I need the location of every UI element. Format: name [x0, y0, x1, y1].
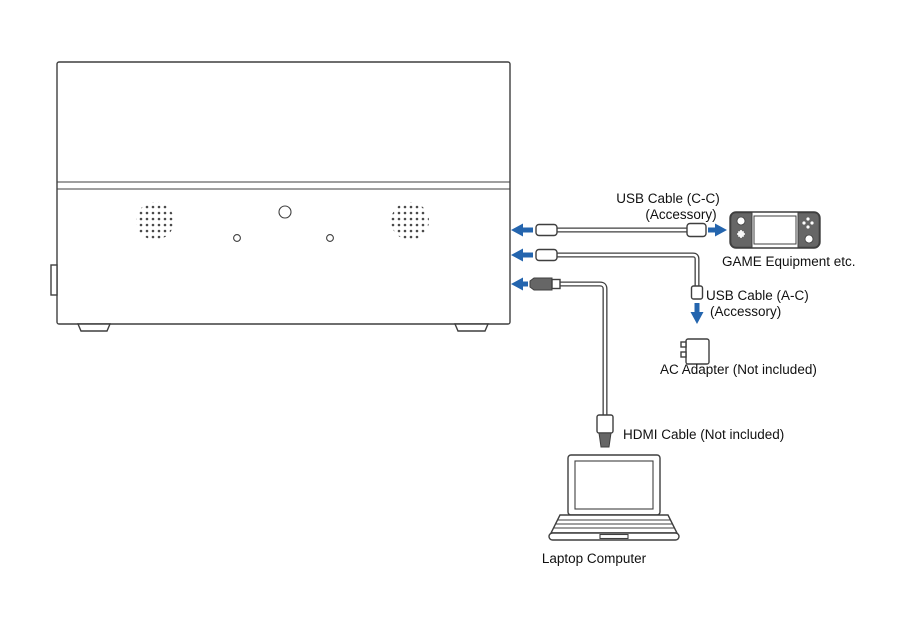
- monitor-rear: [50, 61, 511, 332]
- console-joycon-right: [797, 212, 820, 248]
- label-game-equipment: GAME Equipment etc.: [722, 254, 856, 269]
- console-button-1: [806, 217, 810, 221]
- laptop-computer: [548, 454, 680, 541]
- label-usb-cc-cable: USB Cable (C-C): [616, 191, 720, 206]
- side-port-detail: [50, 264, 58, 296]
- hdmi-plug-left: [529, 277, 553, 291]
- ac-adapter-prong-2: [680, 351, 687, 358]
- arrow-left-usb-ac: [511, 248, 533, 262]
- label-usb-ac-accessory: (Accessory): [710, 304, 781, 319]
- label-hdmi-cable: HDMI Cable (Not included): [623, 427, 784, 442]
- hdmi-plug-down-boot: [596, 414, 614, 434]
- usb-c-plug-down: [690, 285, 704, 300]
- console-button-3: [802, 221, 806, 225]
- laptop-screen: [574, 460, 654, 510]
- laptop-screen-bezel: [567, 454, 661, 516]
- arrow-right-to-game: [708, 223, 727, 237]
- hdmi-cable: [529, 277, 614, 448]
- console-dpad: [737, 230, 745, 238]
- usb-a-plug: [535, 248, 558, 262]
- monitor-foot-left: [76, 323, 112, 332]
- usb-cc-plug-right: [686, 222, 707, 238]
- screw-hole-left: [233, 234, 241, 242]
- console-button-2: [806, 225, 810, 229]
- laptop-front-edge: [548, 532, 680, 541]
- console-button-4: [810, 221, 814, 225]
- monitor-body: [56, 61, 511, 325]
- ac-adapter-prong-1: [680, 341, 687, 348]
- center-hole: [278, 205, 292, 219]
- label-laptop: Laptop Computer: [542, 551, 647, 566]
- laptop-trackpad-notch: [599, 533, 629, 540]
- label-usb-ac-cable: USB Cable (A-C): [706, 288, 809, 303]
- console-screen: [753, 215, 797, 245]
- hdmi-plug-down: [598, 432, 612, 448]
- arrow-left-usb-cc: [511, 223, 533, 237]
- ac-adapter-body: [685, 338, 710, 365]
- game-console: [729, 211, 821, 249]
- usb-cc-plug-left: [535, 223, 558, 237]
- ac-adapter: [680, 338, 710, 365]
- usb-ac-cable: [535, 248, 704, 300]
- labels: USB Cable (C-C) (Accessory) GAME Equipme…: [542, 191, 856, 566]
- arrow-down-to-adapter: [690, 303, 704, 324]
- monitor-foot-right: [453, 323, 490, 332]
- arrow-left-hdmi: [511, 277, 528, 291]
- speaker-grille-left: [136, 202, 174, 240]
- usb-cc-cable: [535, 222, 707, 238]
- console-right-stick: [804, 234, 814, 244]
- screw-hole-right: [326, 234, 334, 242]
- label-usb-cc-accessory: (Accessory): [645, 207, 716, 222]
- hdmi-plug-left-boot: [551, 278, 561, 290]
- console-left-stick: [736, 216, 746, 226]
- speaker-grille-right: [391, 202, 429, 240]
- direction-arrows: [511, 223, 727, 324]
- label-ac-adapter: AC Adapter (Not included): [660, 362, 817, 377]
